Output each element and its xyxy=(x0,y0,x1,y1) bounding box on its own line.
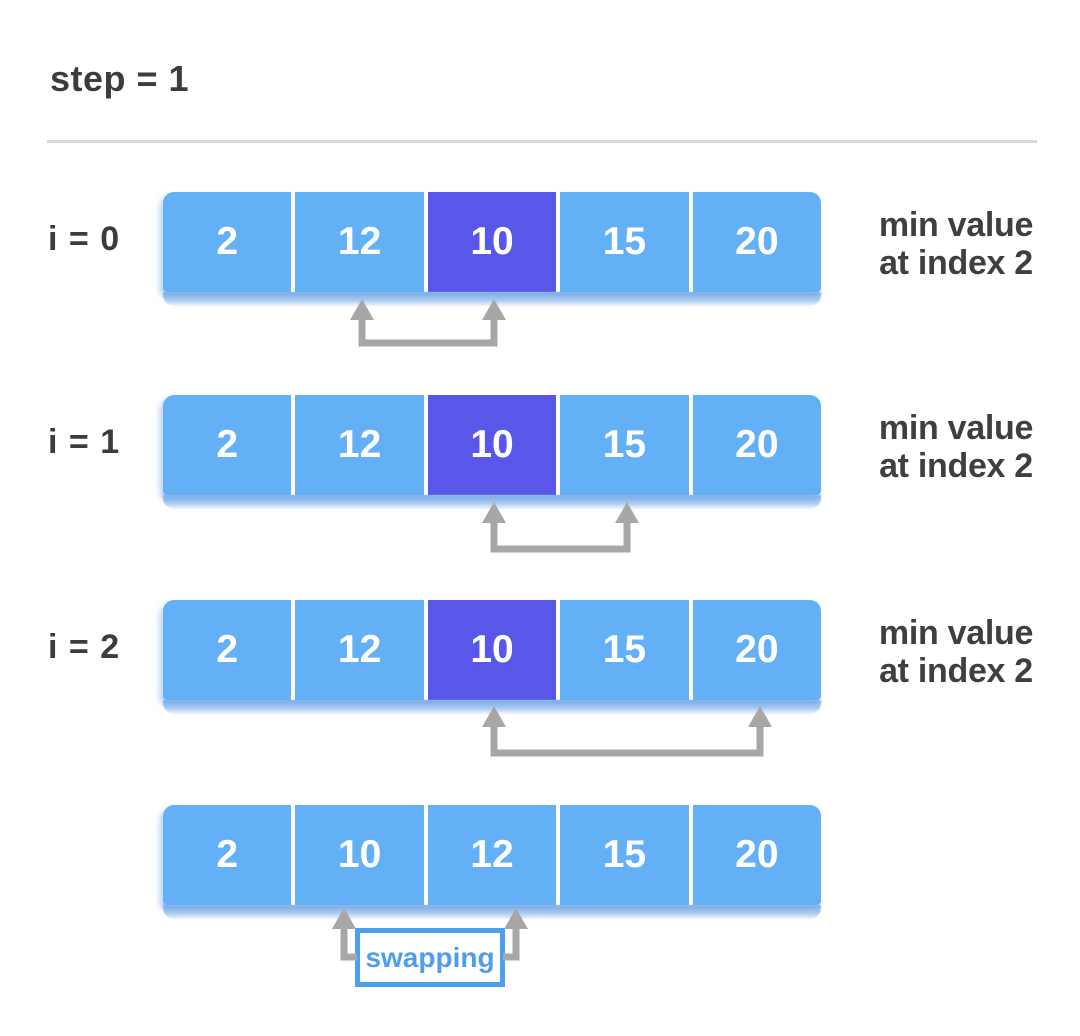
caption-line: at index 2 xyxy=(879,447,1033,485)
min-value-caption-i1: min value at index 2 xyxy=(868,409,1044,485)
array-cell: 12 xyxy=(291,192,423,292)
comparison-arrow-i1 xyxy=(482,502,639,553)
array-cells: 2 10 12 15 20 xyxy=(163,805,821,905)
swapping-label: swapping xyxy=(365,941,495,973)
array-cell: 15 xyxy=(556,395,688,495)
array-cell: 10 xyxy=(291,805,423,905)
array-cell: 20 xyxy=(688,192,821,292)
min-value-caption-i2: min value at index 2 xyxy=(868,614,1044,690)
array-cell-min: 10 xyxy=(423,395,557,495)
caption-line: min value xyxy=(878,614,1034,652)
array-cell: 20 xyxy=(688,600,821,700)
iteration-label-i1: i = 1 xyxy=(48,423,121,461)
caption-line: at index 2 xyxy=(879,244,1033,282)
array-cell: 15 xyxy=(556,192,688,292)
iteration-label-i2: i = 2 xyxy=(48,628,121,666)
array-cell: 2 xyxy=(216,220,239,263)
array-bar-i0: 2 12 10 15 20 xyxy=(163,192,821,292)
array-cell: 12 xyxy=(423,805,556,905)
caption-line: min value xyxy=(878,206,1034,244)
array-cell: 12 xyxy=(291,395,423,495)
array-bar-i1: 2 12 10 15 20 xyxy=(163,395,821,495)
iteration-label-i0: i = 0 xyxy=(48,220,121,258)
array-cell: 20 xyxy=(688,805,821,905)
array-cell: 15 xyxy=(556,600,688,700)
array-cells: 2 12 10 15 20 xyxy=(163,395,821,495)
divider-line xyxy=(47,140,1037,143)
array-cell-min: 10 xyxy=(423,192,557,292)
array-cells: 2 12 10 15 20 xyxy=(163,192,821,292)
caption-line: min value xyxy=(878,409,1034,447)
array-bar-result: 2 10 12 15 20 xyxy=(163,805,821,905)
array-cells: 2 12 10 15 20 xyxy=(163,600,821,700)
caption-line: at index 2 xyxy=(879,652,1033,690)
array-cell: 12 xyxy=(291,600,423,700)
swapping-box: swapping xyxy=(355,928,505,987)
array-bar-i2: 2 12 10 15 20 xyxy=(163,600,821,700)
min-value-caption-i0: min value at index 2 xyxy=(868,206,1044,282)
step-title: step = 1 xyxy=(50,58,190,99)
array-cell-min: 10 xyxy=(423,600,557,700)
array-cell: 20 xyxy=(688,395,821,495)
array-cell: 2 xyxy=(216,423,239,466)
array-cell: 15 xyxy=(556,805,688,905)
array-cell: 2 xyxy=(216,833,239,876)
array-cell: 2 xyxy=(216,628,239,671)
